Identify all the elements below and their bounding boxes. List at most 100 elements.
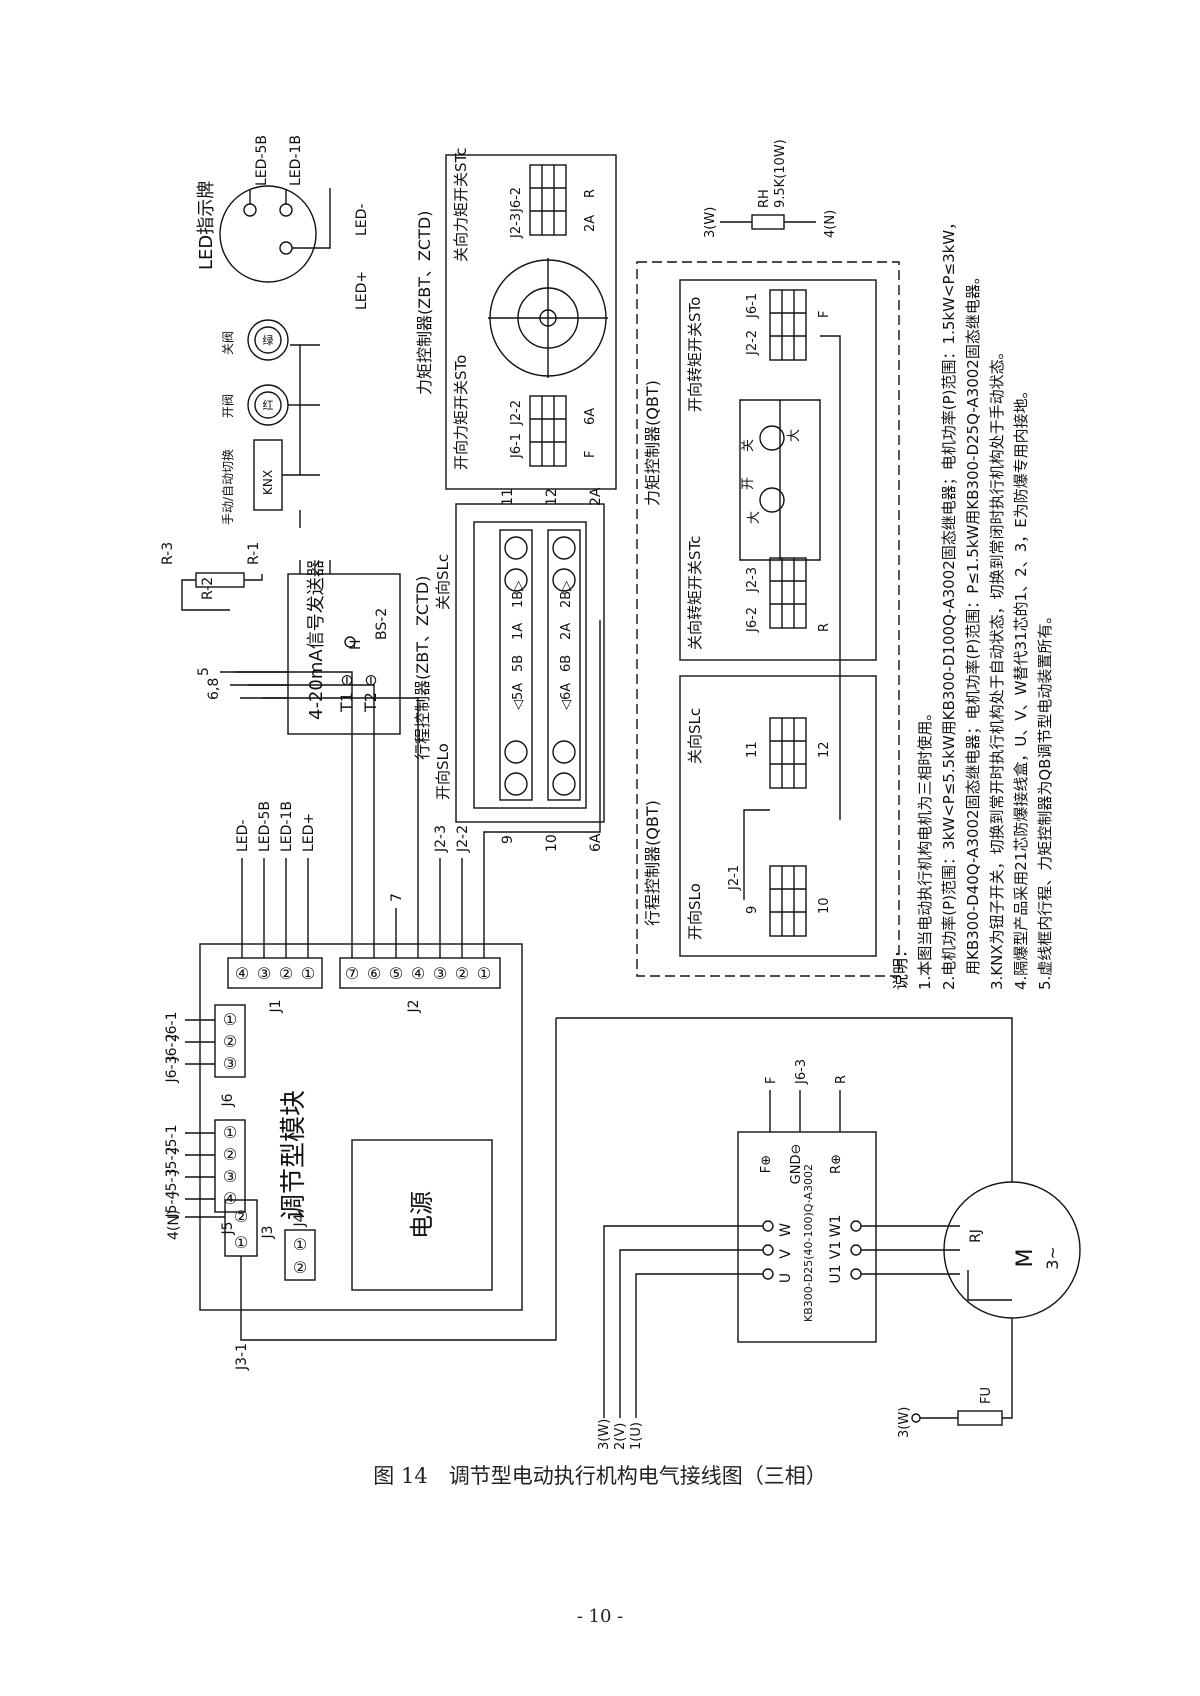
lead-label: 5 — [196, 667, 212, 676]
fuse-icon — [957, 1410, 1003, 1426]
svg-text:5B: 5B — [511, 655, 526, 672]
note-line: 5.虚线框内行程、力矩控制器为QB调节型电动装置所有。 — [1036, 609, 1054, 990]
svg-text:J6-1: J6-1 — [745, 293, 760, 319]
pin: ① — [223, 1123, 237, 1142]
indicator-lamp-icon — [344, 636, 356, 648]
terminal-label: 12 — [544, 488, 560, 506]
qbt-torque-title: 力矩控制器(QBT) — [643, 380, 662, 506]
pin: ① — [234, 1233, 248, 1252]
connector-j1: ④ ③ ② ① J1 LED- LED-5B LED-1B LED+ — [227, 801, 323, 1014]
svg-text:V: V — [778, 1249, 794, 1259]
svg-text:M: M — [1013, 1249, 1038, 1268]
close-label: 关向SLc — [434, 554, 452, 610]
knx-caption: 手动/自动切换 — [221, 449, 235, 525]
wire-label: J5-4 — [164, 1190, 180, 1218]
led-panel-icon — [219, 185, 317, 283]
svg-text:F⊕: F⊕ — [759, 1155, 774, 1173]
svg-text:关: 关 — [741, 439, 756, 452]
wire-label: J6-3 — [164, 1056, 180, 1084]
svg-text:2A: 2A — [583, 215, 598, 232]
ssr-model: KB300-D25(40-100)Q-A3002 — [802, 1164, 815, 1322]
svg-text:LED+: LED+ — [354, 271, 370, 310]
svg-text:6B: 6B — [559, 655, 574, 672]
svg-text:J2-1: J2-1 — [727, 865, 742, 891]
terminal-label: 6A — [588, 833, 604, 852]
supply-labels: 3(W) 2(V) 1(U) — [597, 1419, 644, 1450]
t1-label: T1 ⊖ — [337, 674, 356, 713]
svg-text:J6-3: J6-3 — [794, 1059, 809, 1085]
svg-text:1A: 1A — [511, 623, 526, 640]
terminal-column-right: ◁6A 6B 2A 2B▷ — [547, 529, 581, 801]
svg-text:FU: FU — [979, 1387, 994, 1404]
note-line: 1.本图当电动执行机构电机为三相时使用。 — [916, 706, 934, 990]
open-torque-title: 开向力矩开关STo — [452, 355, 470, 470]
svg-text:U1: U1 — [828, 1264, 844, 1283]
pin: ④ — [235, 964, 249, 983]
pin: ④ — [411, 964, 425, 983]
torque-controller-zbt: 力矩控制器(ZBT、ZCTD) 关向力矩开关STc 开向力矩开关STo J6-2… — [415, 148, 617, 490]
qbt-close-title: 关向转矩开关STc — [686, 536, 704, 650]
signal-transmitter: 4-20mA信号发送器 T1 ⊖ T2 ⊖ H BS-2 R-1 R-2 R-3… — [160, 542, 401, 735]
terminal-label: 9 — [500, 835, 516, 844]
pin: ① — [293, 1235, 307, 1254]
wire-label: J2-3 — [433, 825, 449, 853]
lead-label: 6,8 — [206, 678, 222, 700]
svg-text:F: F — [583, 451, 598, 458]
svg-text:开: 开 — [741, 477, 756, 490]
svg-text:1(U): 1(U) — [629, 1422, 644, 1450]
bs-label: BS-2 — [374, 608, 390, 640]
torque-zbt-title: 力矩控制器(ZBT、ZCTD) — [415, 211, 434, 395]
module-title: 调节型模块 — [279, 1090, 309, 1220]
svg-text:◁5A: ◁5A — [511, 683, 526, 710]
wire-label: J6-1 — [164, 1012, 180, 1040]
close-lamp-caption: 关阀 — [221, 331, 235, 355]
svg-text:R: R — [583, 189, 598, 198]
terminal-label: 2A — [588, 487, 604, 506]
r2-label: R-2 — [200, 577, 216, 600]
wire-label: LED+ — [301, 813, 317, 852]
connector-j5: ① ② ③ ④ J5 J5-1 J5-2 J5-3 J5-4 — [164, 1119, 246, 1236]
pin: ② — [293, 1258, 307, 1277]
svg-text:大: 大 — [747, 511, 762, 524]
pin: ② — [279, 964, 293, 983]
figure-caption: 图 14 调节型电动执行机构电气接线图（三相） — [373, 1464, 827, 1488]
wire-label: J5-1 — [164, 1125, 180, 1153]
power-supply-label: 电源 — [408, 1191, 436, 1239]
terminal-label: 10 — [544, 834, 560, 852]
green-lamp-icon — [247, 319, 289, 361]
svg-text:11: 11 — [745, 741, 760, 758]
qbt-close-label: 关向SLc — [686, 708, 704, 764]
svg-text:LED-5B: LED-5B — [254, 135, 270, 186]
svg-text:◁6A: ◁6A — [559, 683, 574, 710]
svg-text:R⊕: R⊕ — [829, 1154, 844, 1174]
svg-text:V1: V1 — [828, 1241, 844, 1259]
note-line: 4.隔爆型产品采用21芯防爆接线盒，U、V、W替代31芯的1、2、3，E为防爆专… — [1012, 383, 1030, 990]
solid-state-relay: KB300-D25(40-100)Q-A3002 W V U W1 V1 U1 … — [603, 1059, 960, 1418]
svg-text:W: W — [778, 1223, 794, 1237]
connector-label: J4 — [292, 1213, 308, 1227]
svg-text:大: 大 — [787, 429, 802, 442]
qbt-controllers: 力矩控制器(QBT) 开向转矩开关STo J6-1 J2-2 F 开 关 大 大… — [636, 261, 900, 977]
wire-label: 4(N) — [166, 1210, 182, 1240]
pin: ② — [223, 1032, 237, 1051]
svg-text:3(W): 3(W) — [597, 1419, 612, 1450]
svg-text:10: 10 — [817, 897, 832, 914]
notes: 说明： 1.本图当电动执行机构电机为三相时使用。 2.电机功率(P)范围：3kW… — [891, 215, 1054, 990]
svg-text:4(N): 4(N) — [823, 210, 838, 238]
wire-label: 7 — [389, 893, 405, 902]
wire-label: J6-2 — [164, 1034, 180, 1062]
svg-text:9.5K(10W): 9.5K(10W) — [773, 139, 788, 208]
led-title: LED指示牌 — [196, 181, 217, 270]
svg-text:J6-2: J6-2 — [509, 187, 524, 213]
svg-text:J2-2: J2-2 — [509, 400, 524, 426]
svg-text:GND⊖: GND⊖ — [789, 1144, 804, 1185]
svg-text:J2-2: J2-2 — [745, 330, 760, 356]
svg-text:J6-2: J6-2 — [745, 607, 760, 633]
r1-label: R-1 — [246, 542, 262, 565]
terminal-label: 11 — [500, 488, 516, 506]
panel-switches: 手动/自动切换 KNX 开阀 红 关阀 绿 — [221, 319, 320, 528]
svg-text:J6-1: J6-1 — [509, 433, 524, 459]
svg-text:6A: 6A — [583, 408, 598, 425]
pin: ③ — [257, 964, 271, 983]
